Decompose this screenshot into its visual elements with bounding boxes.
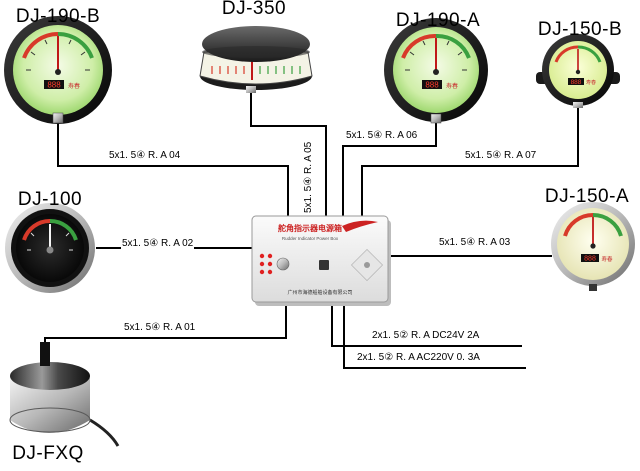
wire-dc24 (331, 302, 522, 347)
cable-label-ra04: 5x1. 5④ R. A 04 (108, 150, 182, 161)
title-dj190b: DJ-190-B (15, 6, 101, 27)
dj150b-scale-green (577, 45, 602, 63)
power-box-title: 舵角指示器电源箱 (278, 223, 342, 233)
dj190b-indicator: 888 寿春 (4, 16, 112, 124)
dj190a-scale-green (435, 33, 471, 59)
wire-ra06 (342, 122, 437, 216)
power-box: 舵角指示器电源箱 Rudder Indicator Power Box 广州市海… (251, 215, 391, 306)
djfxq-transmitter (9, 342, 120, 447)
dj190a-indicator: 888 寿春 (384, 18, 488, 124)
djfxq-shaft (40, 342, 50, 366)
dj150a-tag: 寿春 (601, 255, 613, 263)
dj190a-digits: 888 (425, 81, 439, 90)
dj150a-scale-green (592, 212, 623, 237)
dj150a-indicator: 888 寿春 (551, 202, 635, 291)
cable-label-ac220: 2x1. 5② R. A AC220V 0. 3A (356, 352, 481, 363)
dj150a-display (581, 254, 599, 262)
dj350-scale (211, 64, 301, 76)
djfxq-body (10, 378, 90, 433)
dj350-indicator (199, 26, 313, 93)
dj190a-connector (430, 113, 442, 124)
cable-label-ra02: 5x1. 5④ R. A 02 (121, 238, 195, 249)
power-box-leds (259, 253, 273, 275)
dj150b-digits: 888 (571, 79, 582, 86)
dj150b-scale-red (554, 45, 579, 63)
djfxq-base-rim (9, 407, 91, 433)
title-dj150b: DJ-150-B (537, 19, 623, 40)
dj100-scale-green (49, 218, 78, 241)
title-dj150a: DJ-150-A (544, 186, 630, 207)
title-dj190a: DJ-190-A (395, 10, 481, 31)
cable-label-ra03: 5x1. 5④ R. A 03 (438, 237, 512, 248)
title-dj350: DJ-350 (221, 0, 287, 19)
power-box-subtitle: Rudder Indicator Power Box (282, 236, 339, 241)
dj190b-scale-red (22, 31, 59, 59)
dj150a-scale-red (563, 212, 594, 237)
wire-ac220 (343, 302, 526, 369)
djfxq-cable (89, 418, 120, 447)
dj190a-tag: 寿春 (446, 82, 458, 90)
dj190b-tag: 寿春 (68, 82, 80, 90)
dj150b-display (568, 78, 584, 85)
dj190a-display (422, 80, 442, 89)
dj190a-ticks (405, 40, 467, 71)
title-dj100: DJ-100 (17, 189, 83, 210)
dj150b-hub (575, 69, 581, 75)
cable-label-ra06: 5x1. 5④ R. A 06 (345, 130, 419, 141)
dj190b-scale-green (57, 31, 94, 59)
power-box-maker: 广州市海德船舶设备有限公司 (287, 289, 352, 296)
dj100-ticks (27, 232, 73, 251)
dj150b-indicator: 888 寿春 (536, 34, 620, 108)
power-box-knob (276, 257, 290, 271)
power-box-pad-center (364, 262, 370, 268)
dj150b-connector (573, 102, 583, 108)
dj150a-connector (589, 284, 597, 291)
dj150a-digits: 888 (584, 256, 596, 263)
cable-label-ra07: 5x1. 5④ R. A 07 (464, 150, 538, 161)
dj190b-display (44, 80, 64, 89)
cable-label-dc24: 2x1. 5② R. A DC24V 2A (371, 330, 481, 341)
dj350-window (199, 51, 313, 85)
dj190b-ticks (26, 39, 90, 71)
dj350-lid-rim (202, 46, 310, 58)
dj190b-digits: 888 (47, 81, 61, 90)
dj190a-hub (433, 69, 439, 75)
wire-ra07 (361, 102, 579, 216)
dj100-scale-red (22, 218, 51, 241)
dj150b-tag: 寿春 (586, 79, 596, 86)
power-box-body (251, 215, 389, 303)
dj190b-connector (52, 112, 64, 124)
dj100-indicator (5, 203, 95, 293)
dj150a-hub (590, 243, 596, 249)
cable-label-ra01: 5x1. 5④ R. A 01 (123, 322, 197, 333)
dj190b-hub (55, 69, 61, 75)
title-djfxq: DJ-FXQ (12, 443, 84, 464)
djfxq-cap (10, 362, 90, 390)
dj350-connector (246, 86, 256, 93)
cable-label-ra05: 5x1. 5④ R. A 05 (303, 140, 314, 214)
wire-ra01 (44, 302, 287, 342)
power-box-switch (319, 260, 329, 270)
wire-ra05 (250, 90, 327, 216)
dj190a-scale-red (401, 33, 437, 59)
wire-ra04 (57, 122, 289, 216)
power-box-swoosh (342, 220, 378, 232)
dj100-hub (46, 246, 54, 254)
